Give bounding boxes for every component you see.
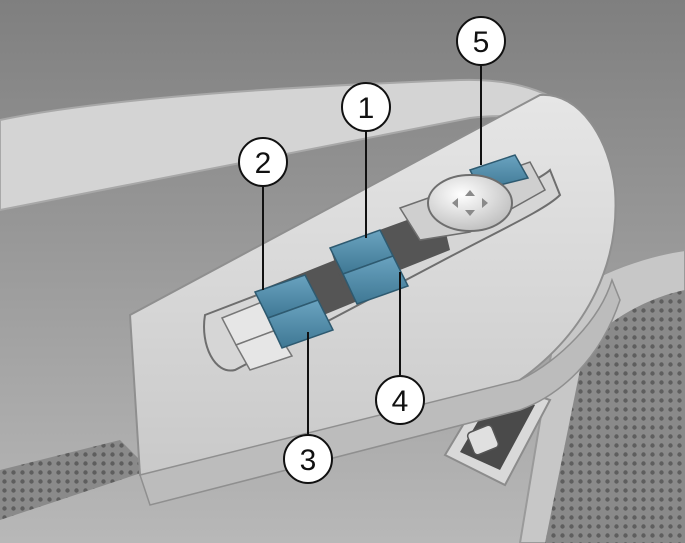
callout-4-label: 4 xyxy=(392,385,409,418)
callout-2: 2 xyxy=(238,137,288,187)
callout-4: 4 xyxy=(375,375,425,425)
callout-3-label: 3 xyxy=(300,444,317,477)
callout-5: 5 xyxy=(456,16,506,66)
callout-3: 3 xyxy=(283,434,333,484)
window-switch-rear-left xyxy=(341,255,410,305)
callout-5-label: 5 xyxy=(473,26,490,59)
speaker-grill xyxy=(545,290,685,543)
armrest-lower-edge xyxy=(139,277,621,506)
callout-leaders xyxy=(262,64,482,437)
window-switch-rear-right xyxy=(266,299,335,349)
door-handle-lock-button xyxy=(466,424,500,456)
mirror-adjust-knob xyxy=(427,174,513,232)
callout-1: 1 xyxy=(341,82,391,132)
callout-2-label: 2 xyxy=(255,147,272,180)
callout-1-label: 1 xyxy=(358,92,375,125)
lower-left-grill xyxy=(0,440,150,520)
mirror-direction-arrows-icon xyxy=(452,190,488,216)
